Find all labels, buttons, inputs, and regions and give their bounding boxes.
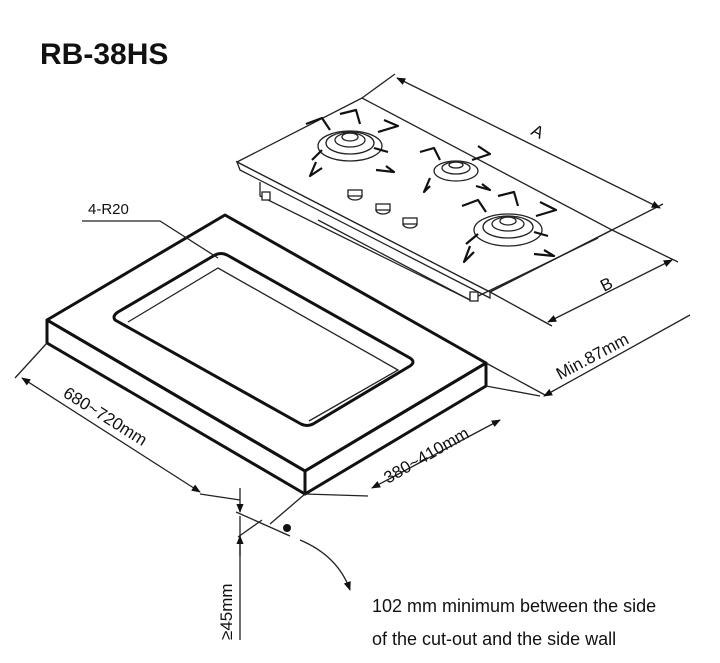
model-title: RB-38HS [40, 38, 168, 71]
dimension-b-label: B [597, 273, 616, 295]
dimension-thickness: ≥45mm [199, 488, 291, 640]
corner-radius-callout: 4-R20 [82, 201, 219, 259]
control-knobs [347, 189, 418, 229]
hob-illustration [235, 97, 614, 302]
corner-radius-label: 4-R20 [88, 201, 129, 218]
dimension-front-clearance: Min.87mm [485, 314, 691, 397]
dimension-a-label: A [528, 121, 547, 143]
depth-range-label: 380~410mm [381, 424, 473, 488]
thickness-label: ≥45mm [217, 583, 236, 640]
width-range-label: 680~720mm [60, 383, 151, 449]
note-line-2: of the cut-out and the side wall [372, 629, 616, 649]
dimension-width: 680~720mm [14, 342, 306, 525]
front-clearance-label: Min.87mm [553, 329, 632, 383]
burner-right [461, 190, 558, 264]
side-wall-note: 102 mm minimum between the side of the c… [283, 524, 656, 649]
note-line-1: 102 mm minimum between the side [372, 596, 656, 616]
